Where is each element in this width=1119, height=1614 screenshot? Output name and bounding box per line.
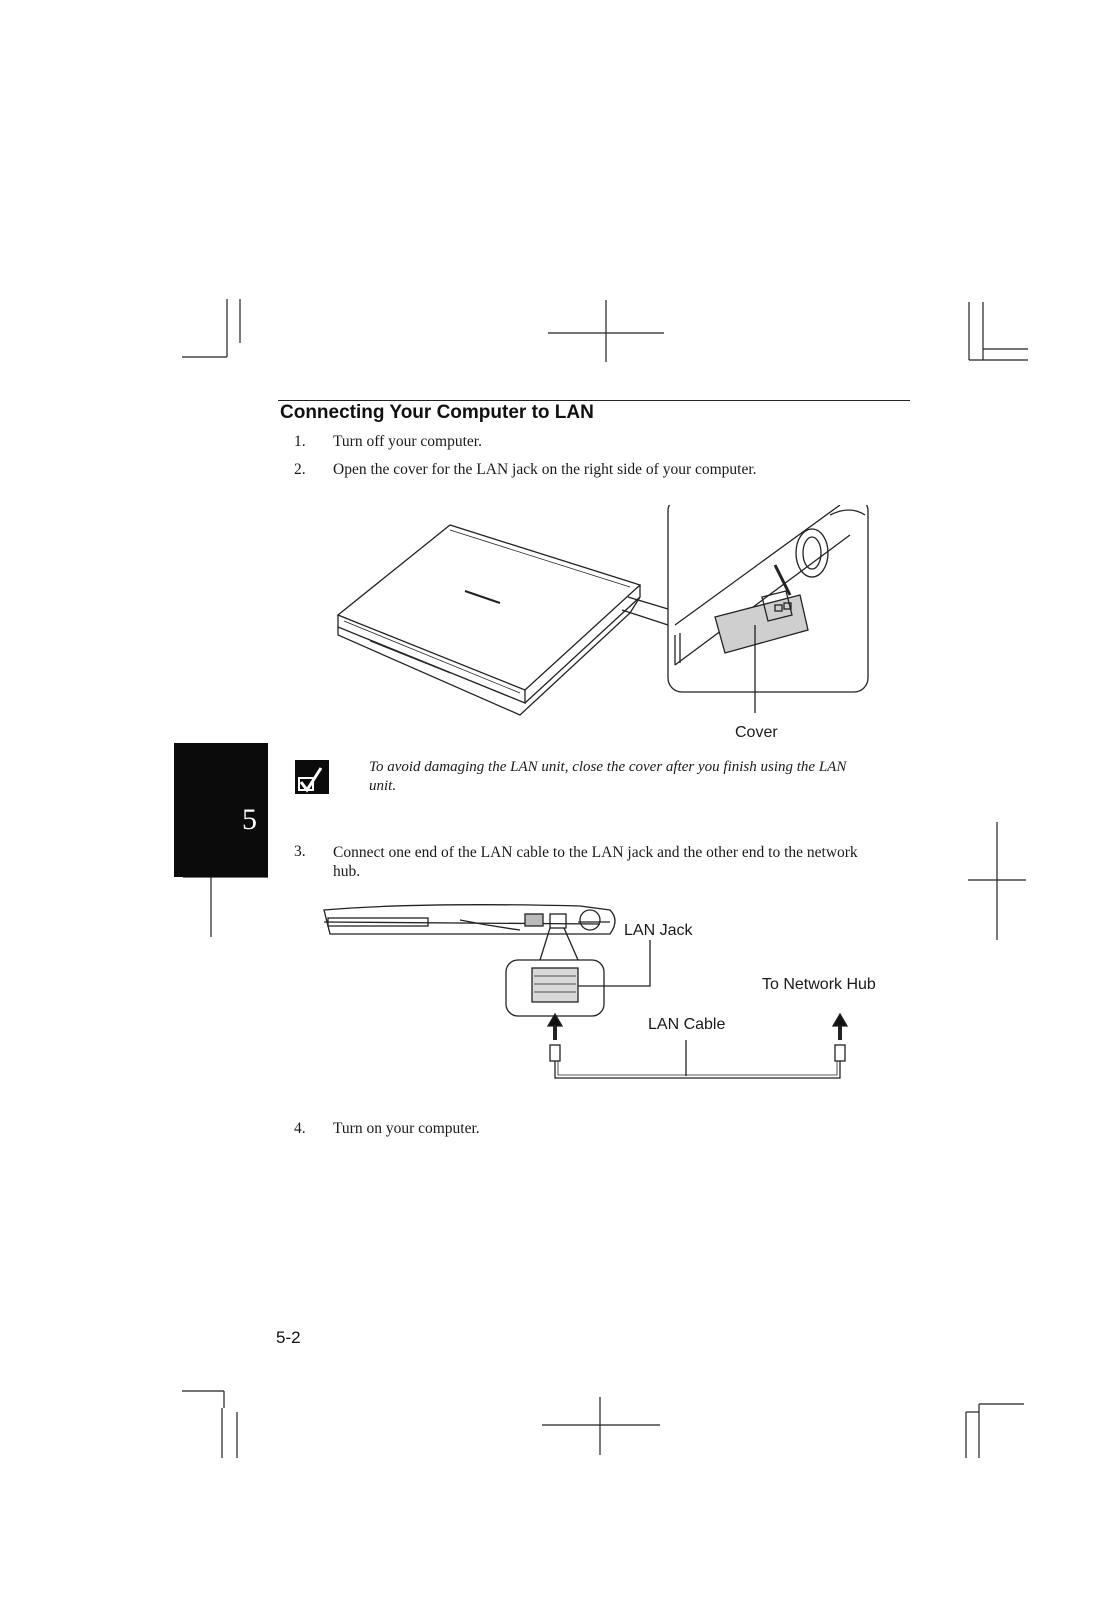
step-number: 1. <box>294 433 306 450</box>
lan-jack-label: LAN Jack <box>624 922 693 939</box>
lan-cable-label: LAN Cable <box>648 1016 726 1033</box>
step-4: 4. Turn on your computer. <box>294 1120 854 1140</box>
step-3: 3. Connect one end of the LAN cable to t… <box>294 843 858 887</box>
step-1: 1. Turn off your computer. <box>294 433 854 453</box>
step-number: 3. <box>294 843 306 860</box>
step-text: Turn on your computer. <box>333 1120 480 1137</box>
step-text: Open the cover for the LAN jack on the r… <box>333 461 757 478</box>
lan-cable-illustration <box>323 904 849 1079</box>
section-heading: Connecting Your Computer to LAN <box>280 402 594 423</box>
heading-rule <box>278 400 910 401</box>
step-number: 2. <box>294 461 306 478</box>
chapter-number: 5 <box>242 803 257 836</box>
cover-label: Cover <box>735 724 778 741</box>
laptop-cover-illustration <box>336 505 869 716</box>
to-network-hub-label: To Network Hub <box>762 976 876 993</box>
chapter-tab: 5 <box>174 743 268 877</box>
note-check-icon <box>295 760 329 794</box>
step-2: 2. Open the cover for the LAN jack on th… <box>294 461 854 481</box>
step-number: 4. <box>294 1120 306 1137</box>
note-text: To avoid damaging the LAN unit, close th… <box>369 759 847 794</box>
page-number: 5-2 <box>276 1328 301 1347</box>
step-text: Connect one end of the LAN cable to the … <box>333 844 858 880</box>
step-text: Turn off your computer. <box>333 433 482 450</box>
